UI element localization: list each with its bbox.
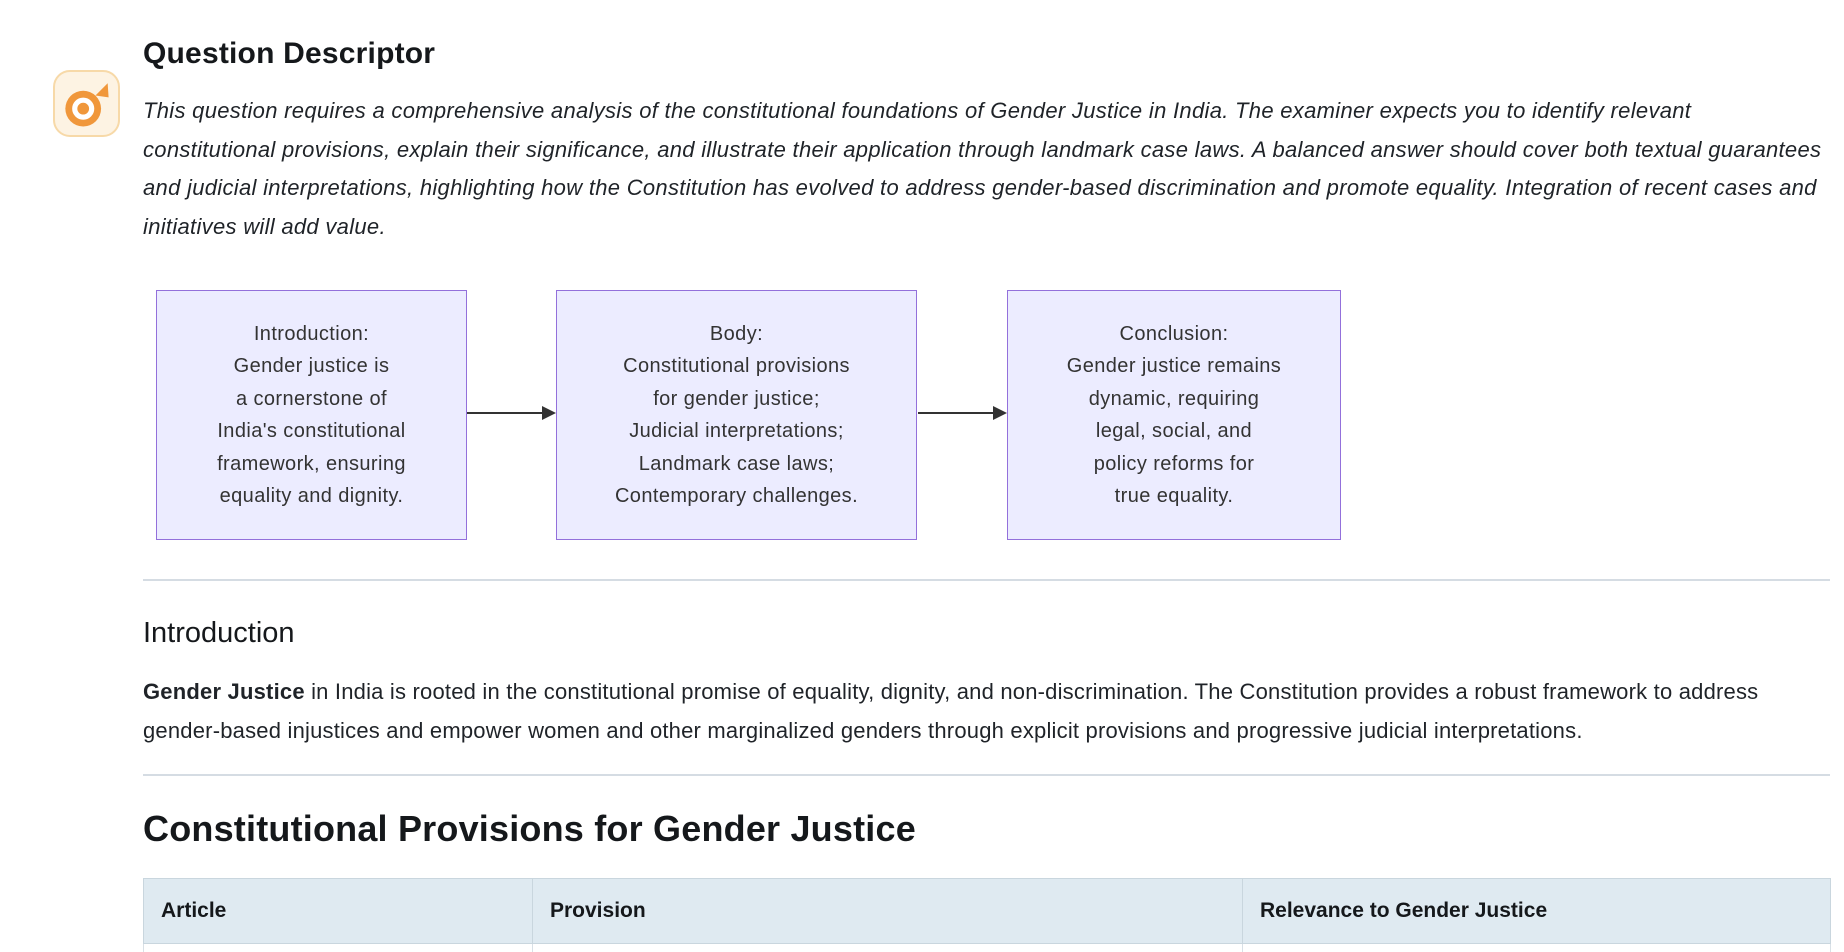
- column-header-article: Article: [143, 878, 533, 944]
- section-divider: [143, 774, 1830, 776]
- provisions-heading: Constitutional Provisions for Gender Jus…: [143, 808, 916, 849]
- question-descriptor-text: This question requires a comprehensive a…: [143, 98, 1822, 239]
- introduction-paragraph: Gender Justice in India is rooted in the…: [143, 672, 1830, 750]
- document-content: Question Descriptor This question requir…: [143, 34, 1831, 952]
- flowchart-node-conclusion: Conclusion: Gender justice remains dynam…: [1007, 290, 1341, 540]
- flowchart-arrow-icon: [918, 406, 1007, 420]
- introduction-body-text: in India is rooted in the constitutional…: [143, 679, 1759, 743]
- flowchart-node-introduction: Introduction: Gender justice is a corner…: [156, 290, 467, 540]
- column-header-relevance: Relevance to Gender Justice: [1242, 878, 1831, 944]
- column-header-provision: Provision: [532, 878, 1243, 944]
- section-divider: [143, 579, 1830, 581]
- introduction-heading: Introduction: [143, 617, 295, 649]
- introduction-lead-bold: Gender Justice: [143, 679, 305, 704]
- flowchart-arrow-icon: [467, 406, 556, 420]
- table-cell: [532, 943, 1243, 952]
- answer-structure-flowchart: Introduction: Gender justice is a corner…: [143, 290, 1830, 540]
- app-logo: [53, 70, 120, 137]
- target-play-logo-icon: [65, 83, 109, 127]
- provisions-table: Article Provision Relevance to Gender Ju…: [143, 878, 1831, 952]
- table-row: [143, 943, 1831, 952]
- table-cell: [1242, 943, 1831, 952]
- table-cell: [143, 943, 533, 952]
- flowchart-node-body: Body: Constitutional provisions for gend…: [556, 290, 917, 540]
- table-header-row: Article Provision Relevance to Gender Ju…: [143, 878, 1831, 944]
- page-title: Question Descriptor: [143, 37, 436, 70]
